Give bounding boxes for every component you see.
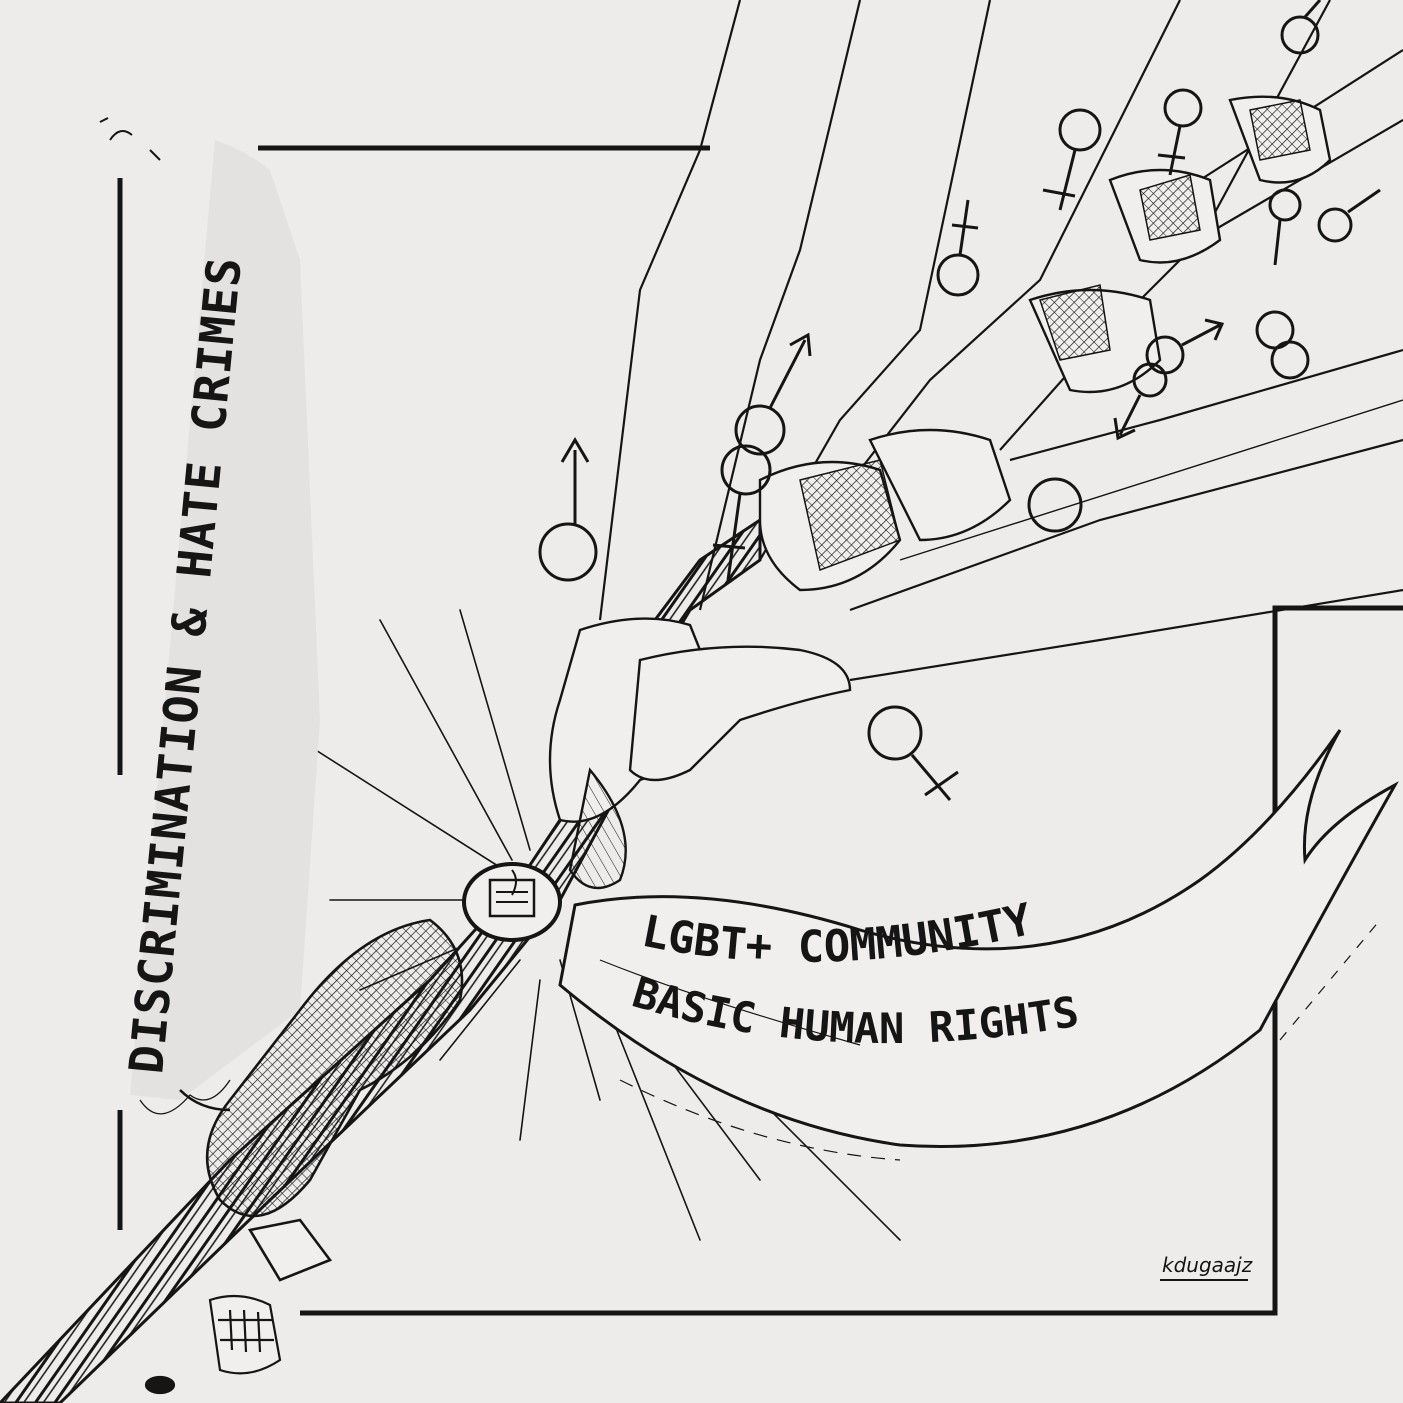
hate-banner: [99, 117, 320, 1115]
female-symbol-icon: [936, 199, 980, 297]
male-symbol-icon: [734, 332, 812, 456]
angry-face: [144, 1294, 282, 1395]
left-hand: [179, 918, 464, 1282]
artist-signature: kdugaajz: [1162, 1253, 1253, 1277]
male-symbol-icon: [1113, 362, 1168, 441]
female-symbol-icon: [712, 444, 772, 581]
female-symbol-icon: [1268, 188, 1302, 266]
female-symbol-icon: [867, 705, 959, 801]
right-hands: [548, 95, 1332, 890]
transgender-symbol-icon: [1042, 108, 1102, 211]
male-symbol-icon: [1317, 188, 1381, 243]
female-symbol-icon: [1157, 88, 1203, 176]
female-symbol-icon: [1280, 0, 1322, 55]
book-emblem-icon: [462, 862, 562, 942]
rope-coils: [799, 99, 1311, 572]
male-symbol-icon: [538, 437, 598, 582]
female-symbol-icon: [1027, 477, 1083, 533]
rights-banner: [558, 729, 1399, 1161]
female-symbol-icon: [1255, 310, 1310, 380]
gender-symbols: [538, 0, 1381, 801]
